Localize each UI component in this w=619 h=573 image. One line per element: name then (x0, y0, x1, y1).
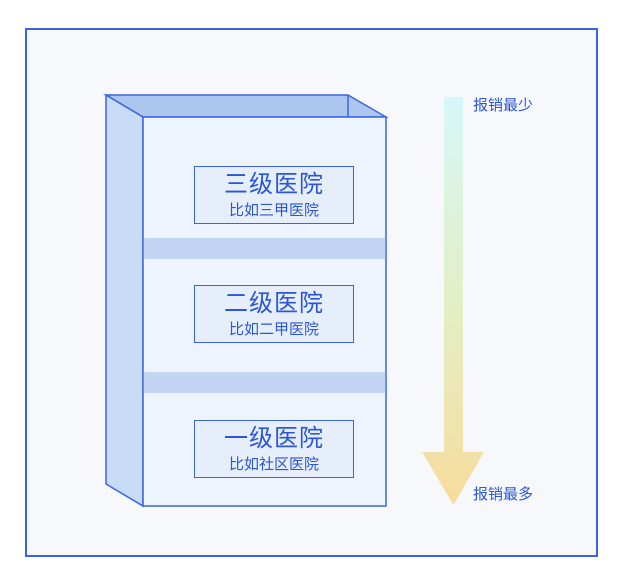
shelf-divider (143, 238, 386, 259)
arrow-bottom-label: 报销最多 (473, 485, 534, 503)
cabinet-top-face (103, 94, 389, 118)
level-1-box: 一级医院 比如社区医院 (194, 420, 354, 478)
level-1-subtitle: 比如社区医院 (228, 455, 319, 473)
level-3-title: 三级医院 (224, 170, 324, 198)
arrow-top-label: 报销最少 (473, 96, 534, 114)
cabinet-side-face (105, 93, 144, 508)
down-arrow (422, 97, 484, 505)
shelf-divider (143, 372, 386, 393)
level-2-title: 二级医院 (224, 289, 324, 317)
level-3-box: 三级医院 比如三甲医院 (194, 166, 354, 224)
level-3-subtitle: 比如三甲医院 (228, 201, 319, 219)
level-1-title: 一级医院 (224, 424, 324, 452)
level-2-box: 二级医院 比如二甲医院 (194, 285, 354, 343)
level-2-subtitle: 比如二甲医院 (228, 320, 319, 338)
